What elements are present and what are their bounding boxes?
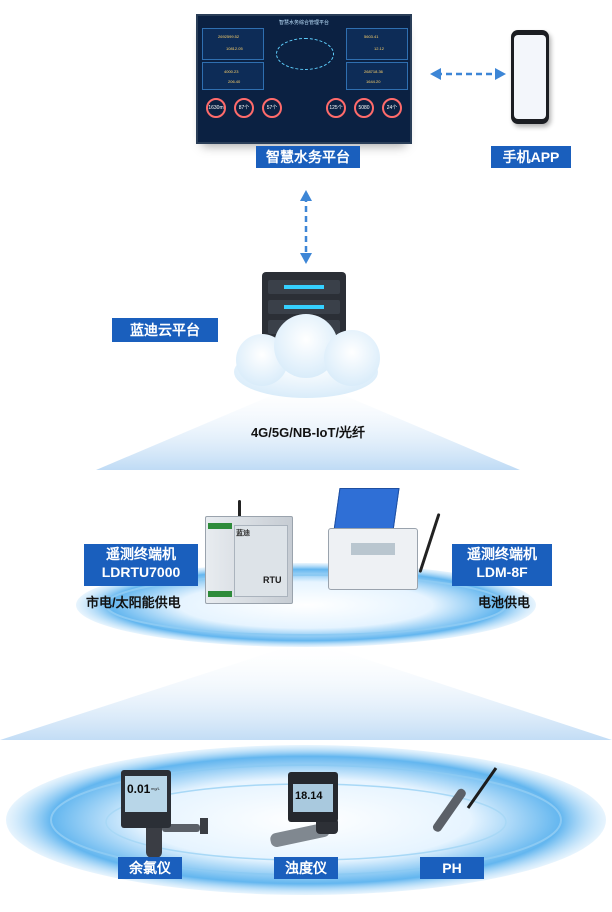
rtu-brand-mark: 蓝迪: [236, 530, 250, 537]
sensor-label-chlorine: 余氯仪: [118, 857, 182, 879]
turbidity-meter: 18.14: [288, 772, 338, 822]
turbidity-meter-screen: [293, 784, 333, 812]
dashboard-panel: [202, 62, 264, 90]
sensor-label-ph: PH: [420, 857, 484, 879]
ldm-display: [351, 543, 395, 555]
terminal-left-label: 遥测终端机 LDRTU7000: [84, 544, 198, 586]
ph-probe: [432, 767, 498, 832]
chlorine-reading: 0.01: [127, 782, 151, 796]
arrow-platform-app: [430, 68, 506, 80]
kpi-value: 12.12: [374, 46, 385, 51]
platform-label: 智慧水务平台: [256, 146, 360, 168]
ldm-8f-device: [324, 488, 428, 600]
chlorine-meter: 0.01 mg/L: [121, 770, 171, 828]
kpi-value: 10812.05: [226, 46, 243, 51]
kpi-value: 2692599.52: [218, 34, 240, 39]
signal-beam-upper: [96, 380, 520, 470]
terminal-left-title: 遥测终端机: [106, 546, 176, 562]
dashboard-gauge: 24个: [382, 98, 402, 118]
cloud-platform-label: 蓝迪云平台: [112, 318, 218, 342]
phone-screen: [514, 35, 546, 119]
rtu-model-mark: RTU: [263, 575, 282, 585]
kpi-value: 4000.23: [224, 69, 239, 74]
terminal-right-title: 遥测终端机: [467, 546, 537, 562]
kpi-value: 268718.36: [364, 69, 383, 74]
terminal-right-power: 电池供电: [478, 595, 531, 610]
terminal-block: [208, 523, 232, 529]
terminal-left-model: LDRTU7000: [101, 563, 181, 580]
ldrtu7000-device: 蓝迪 RTU: [205, 516, 293, 604]
kpi-value: 1644.20: [366, 79, 381, 84]
terminal-block: [208, 591, 232, 597]
kpi-value: 5603.41: [364, 34, 379, 39]
arrow-platform-cloud: [300, 190, 312, 264]
kpi-value: 206.40: [228, 79, 241, 84]
sensor-label-turbidity: 浊度仪: [274, 857, 338, 879]
dashboard-panel: [202, 28, 264, 60]
dashboard-title: 智慧水务综合管理平台: [278, 20, 329, 26]
dashboard-gauge: 1630m: [206, 98, 226, 118]
terminal-right-model: LDM-8F: [476, 563, 528, 580]
terminal-right-label: 遥测终端机 LDM-8F: [452, 544, 552, 586]
signal-beam-lower: [0, 640, 612, 740]
ldm-body: [328, 528, 418, 590]
terminal-left-power: 市电/太阳能供电: [86, 595, 181, 610]
dashboard-panel: [346, 62, 408, 90]
dashboard-panel: [346, 28, 408, 60]
dashboard-gauge: 5080: [354, 98, 374, 118]
network-label: 4G/5G/NB-IoT/光纤: [250, 425, 366, 440]
rtu-antenna: [238, 500, 241, 522]
chlorine-unit: mg/L: [151, 786, 160, 791]
dashboard-gauge: 125个: [326, 98, 346, 118]
terminal-platform-ring: [105, 574, 507, 636]
dashboard-gauge: 57个: [262, 98, 282, 118]
chlorine-meter-screen: [125, 776, 167, 812]
app-label: 手机APP: [491, 146, 571, 168]
phone-device: [511, 30, 549, 124]
dashboard-gauge: 87个: [234, 98, 254, 118]
turbidity-probe: [270, 818, 338, 847]
rtu-front-panel: [234, 525, 288, 597]
dashboard-screen: 智慧水务综合管理平台 2692599.52 10812.05 4000.23 2…: [196, 14, 412, 144]
dashboard-hub: [276, 38, 334, 70]
cloud-shape: [234, 314, 380, 398]
turbidity-reading: 18.14: [295, 790, 323, 802]
